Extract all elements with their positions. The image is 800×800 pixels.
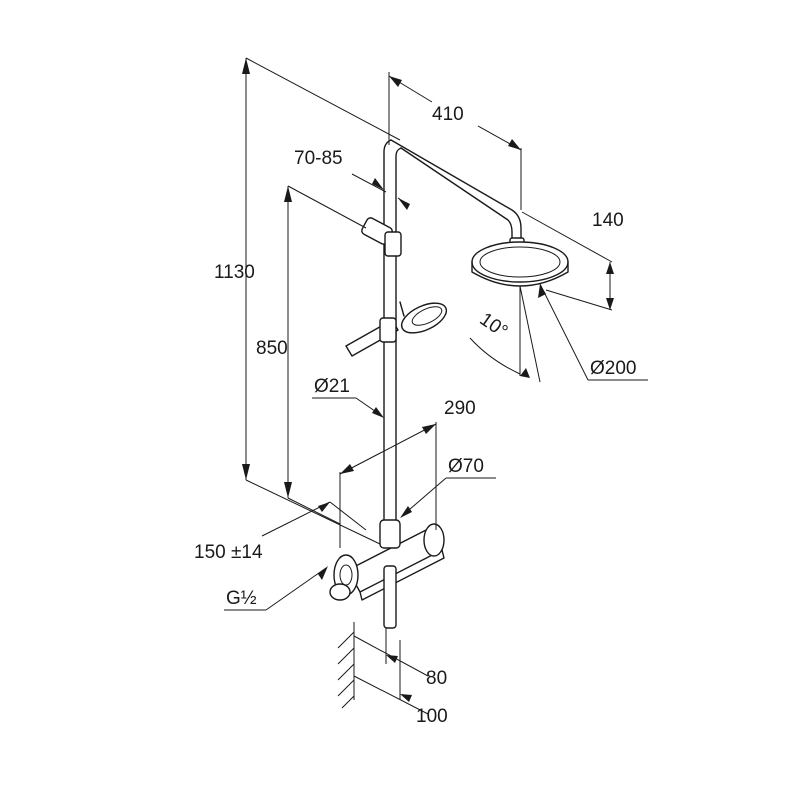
shower-arm (390, 139, 522, 241)
label-holder-range: 70-85 (294, 148, 343, 169)
dim-inlet-spacing (261, 501, 367, 537)
dimension-labels: 410 70-85 140 1130 850 10° Ø200 Ø21 290 … (194, 104, 636, 727)
rain-shower-head (471, 241, 569, 287)
label-mixer-diameter: Ø70 (448, 456, 484, 477)
label-wall-offset-a: 80 (426, 668, 447, 689)
dim-mixer-width (339, 422, 437, 548)
label-rail-diameter: Ø21 (314, 376, 350, 397)
hand-shower (345, 301, 448, 357)
wall-hatch (337, 622, 355, 709)
shower-system (329, 139, 569, 709)
dim-mixer-diameter (400, 477, 496, 518)
dim-tilt-angle (469, 285, 541, 383)
label-arm-reach: 410 (432, 104, 464, 125)
dim-arm-reach (388, 72, 522, 210)
label-head-drop: 140 (592, 210, 624, 231)
dim-wall-offsets (353, 628, 429, 715)
label-inlet-spacing: 150 ±14 (194, 542, 263, 563)
dim-thread (224, 566, 328, 611)
label-total-height: 1130 (214, 262, 255, 283)
dim-head-diameter (538, 283, 648, 381)
slide-holder (361, 217, 402, 257)
dim-total-height (242, 57, 401, 545)
label-head-diameter: Ø200 (590, 358, 636, 379)
label-mixer-width: 290 (444, 398, 476, 419)
thermostatic-mixer (329, 519, 445, 629)
label-wall-offset-b: 100 (416, 706, 448, 727)
dimension-lines (224, 57, 648, 715)
dim-rail-diameter (312, 397, 384, 418)
dim-head-drop (521, 211, 614, 311)
label-thread: G½ (226, 588, 257, 609)
dim-holder-height (284, 185, 367, 525)
label-holder-height: 850 (256, 338, 288, 359)
dim-holder-range (351, 173, 410, 210)
label-tilt-angle: 10° (476, 309, 512, 343)
riser-rail (383, 139, 402, 541)
